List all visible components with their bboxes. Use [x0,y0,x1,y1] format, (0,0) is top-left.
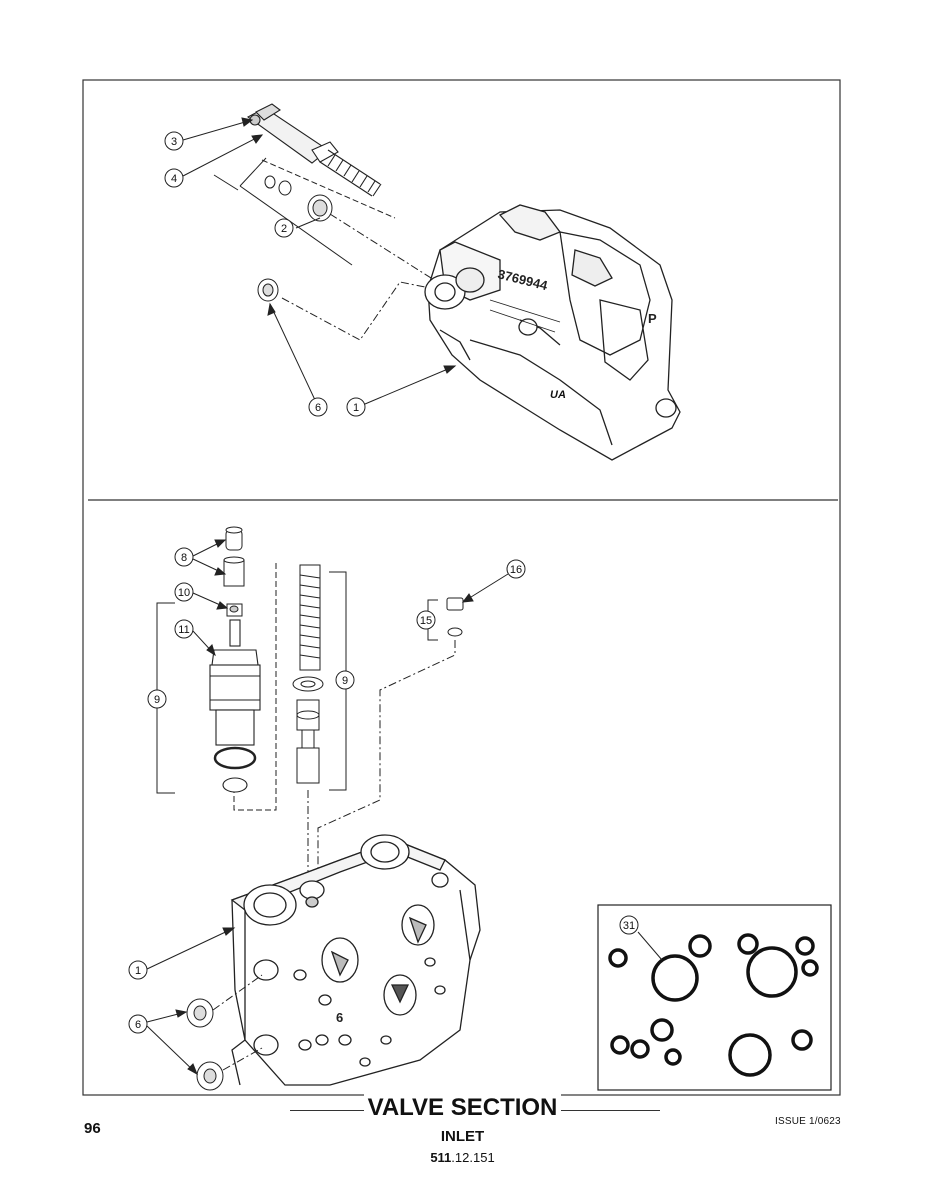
caps-8 [223,526,245,587]
spool-9 [292,564,324,784]
inlet-housing-upper [424,204,681,461]
callout-16: 16 [510,564,522,576]
plugs-6-lower [186,998,224,1091]
page-title: VALVE SECTION [363,1094,562,1122]
callout-6-lower: 6 [135,1019,141,1031]
part-code-rest: .12.151 [451,1150,495,1165]
seal-parts [264,175,333,222]
page-number: 96 [84,1120,101,1137]
plug-6 [257,278,279,302]
page-subtitle: INLET [440,1128,485,1145]
issue-label: ISSUE 1/0623 [775,1116,841,1127]
callout-11: 11 [178,624,189,636]
lower-callouts [128,539,526,1076]
callout-4: 4 [171,173,177,185]
callout-10: 10 [178,587,190,599]
cartridge-11 [209,619,261,793]
screw-16 [446,597,464,637]
callout-1-upper: 1 [353,402,359,414]
upper-callouts [164,117,457,417]
stamp-letter: P [648,311,657,326]
callout-3: 3 [171,136,177,148]
callout-2: 2 [281,223,287,235]
callout-31: 31 [623,920,635,932]
stamp-small: UA [550,389,566,401]
callout-15: 15 [420,615,432,627]
callout-1-lower: 1 [135,965,141,977]
part-code: 511.12.151 [0,1150,925,1165]
valve-body-lower [230,834,481,1086]
callout-31-marker [619,915,663,961]
seal-kit-box [597,904,832,1091]
callout-9-right: 9 [342,675,348,687]
nut-10 [226,603,243,617]
callout-9-left: 9 [154,694,160,706]
relief-valve-cartridge [246,103,382,197]
callout-6-upper: 6 [315,402,321,414]
callout-8: 8 [181,552,187,564]
port-mark: 6 [336,1010,343,1025]
title-block: VALVE SECTION [0,1094,925,1122]
seal-kit-rings [608,933,819,1077]
part-code-bold: 511 [430,1150,452,1165]
